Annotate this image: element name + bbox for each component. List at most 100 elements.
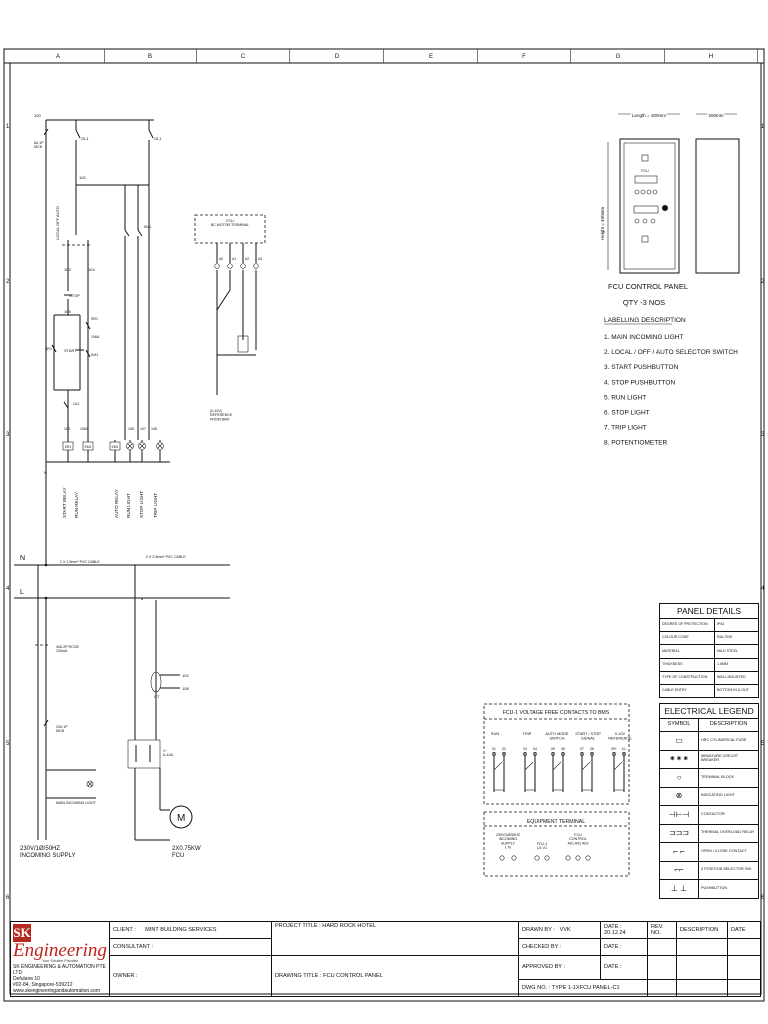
relay-coil-label: KM1 [112,445,119,449]
panel-details-value: RAL7035 [714,631,759,646]
bms-col-label: RUN [491,732,499,736]
drawn-by-value: VVK [559,926,571,933]
drawn-by-label: DRAWN BY : [521,926,555,933]
legend-row: ⊥ ⊥PUSHBUTTON [659,879,759,899]
panel-details-key: DEGREE OF PROTECTION [659,617,715,633]
legend-description: THERMAL OVERLOAD RELAY [698,823,759,843]
panel-details-value: WALL MOUNTED [714,670,759,685]
bms-terminal-label: A1 [232,257,236,261]
date-label-2: DATE : [599,938,648,956]
electrical-legend-table: ELECTRICAL LEGEND SYMBOL DESCRIPTION ▭HR… [659,703,759,899]
labelling-item: 6. STOP LIGHT [604,410,650,417]
relay-coil-label: KM1 [85,445,92,449]
legend-row: ⊣⊢⊣CONTACTOR [659,805,759,825]
labelling-description: FCU CONTROL PANEL QTY -3 NOS LABELLING D… [604,282,738,447]
bms-col-label: TRIP [523,732,532,736]
panel-details-value: MILD STEEL [714,644,759,659]
panel-details-key: CABLE ENTRY [659,683,715,699]
grid-row-5: 5 [6,741,10,747]
relay-label: STOP LIGHT [139,491,144,518]
logo-text: Engineering [13,940,107,961]
drawing-title: DRAWING TITLE : FCU CONTROL PANEL [270,955,519,997]
wire-102-label: 102 [79,175,86,180]
legend-symbol-icon: ▭ [659,731,699,751]
ol1-a-label: OL1 [81,136,89,141]
terminal-block [227,263,233,269]
power-circuit: N L 2 X 1.5mm² PVC CABLE 2 X 2.5mm² PVC … [14,470,230,859]
checked-by-label: CHECKED BY : [517,938,601,956]
labelling-item: 5. RUN LIGHT [604,394,646,401]
terminal-block [253,263,259,269]
legend-description: PUSHBUTTON [698,879,759,899]
company-logo: SKEngineering [13,924,107,960]
legend-row: ⊐⊐⊐THERMAL OVERLOAD RELAY [659,823,759,843]
company-name: SK ENGINEERING & AUTOMATION PTE LTD [13,963,106,976]
grid-row-right-3: 3 [761,432,765,438]
grid-row-right-4: 4 [761,586,765,592]
address-line-1: Defulane 10 [13,975,40,982]
grid-row-right-1: 1 [761,124,765,130]
grid-col-H: H [709,54,713,60]
address-line-2: #02-84, Singapore-539212 [13,981,73,988]
consultant-label: CONSULTANT : [108,938,272,956]
cable-2-label: 2 X 2.5mm² PVC CABLE [146,555,186,559]
panel-title: FCU CONTROL PANEL [608,282,688,291]
panel-qty: QTY -3 NOS [623,298,665,307]
legend-row: ▭HRC CYLINDRICAL FUSE [659,731,759,751]
terminal-block [240,263,246,269]
wire-106a-label: 106A [91,335,100,339]
cable-1-label: 2 X 1.5mm² PVC CABLE [60,560,100,564]
grid-col-E: E [429,54,433,60]
ct-label: CT [154,694,160,699]
motor-label: M [177,813,185,824]
legend-title: ELECTRICAL LEGEND [659,703,759,719]
wire-107-label: 107 [140,427,146,431]
indicator-lamp [126,442,134,450]
panel-details-value: 1.5MM [714,657,759,672]
legend-symbol-icon: ○ [659,768,699,788]
wire-105-label: 105 [64,309,71,314]
bms-terminal-number: 05 [551,747,555,751]
wire-104-label: 104 [88,267,95,272]
terminal-block [575,855,581,861]
ct-out-102: 102 [182,673,189,678]
legend-row: ○TERMINAL BLOCK [659,768,759,788]
grid-col-B: B [148,54,152,60]
terminal-block [511,855,517,861]
depth-dim: 200mm [708,113,723,118]
ct-out-108: 108 [182,686,189,691]
bms-terminal-label: A2 [245,257,249,261]
website: www.skengineeringandautomation.com [13,987,100,994]
bms-terminal-label: A3 [258,257,262,261]
relay-label: RUN RELAY [74,492,79,518]
tagline: Your Solution Provider [42,959,78,963]
labelling-item: 8. POTENTIOMETER [604,440,668,447]
date-value: 20.12.24 [603,930,626,936]
main-light-label: MAIN INCOMING LIGHT [56,801,97,805]
bms-terminal-label: A0 [219,257,223,261]
legend-symbol-icon: ⊥ ⊥ [659,879,699,899]
legend-symbol-icon: ⊐⊐⊐ [659,823,699,843]
legend-symbol-icon: ⊣⊢⊣ [659,805,699,825]
title-block: SKEngineering Your Solution Provider SK … [10,921,761,997]
labelling-item: 7. TRIP LIGHT [604,425,647,432]
legend-symbol-icon: ⌐ ⌐ [659,842,699,862]
legend-description: HRC CYLINDRICAL FUSE [698,731,759,751]
grid-row-3: 3 [6,432,10,438]
vfc-label: 1~A-10A [163,749,174,757]
terminal-block [544,855,550,861]
legend-row: ⊗INDICATING LIGHT [659,786,759,806]
bms-terminal-number: 01 [492,747,496,751]
panel-details-key: THICKNESS [659,657,715,672]
legend-symbol-icon: ⌐⌐ [659,860,699,880]
bms-terminal-number: 10- [622,747,627,751]
legend-col-desc: DESCRIPTION [698,718,759,732]
labelling-item: 1. MAIN INCOMING LIGHT [604,334,683,341]
